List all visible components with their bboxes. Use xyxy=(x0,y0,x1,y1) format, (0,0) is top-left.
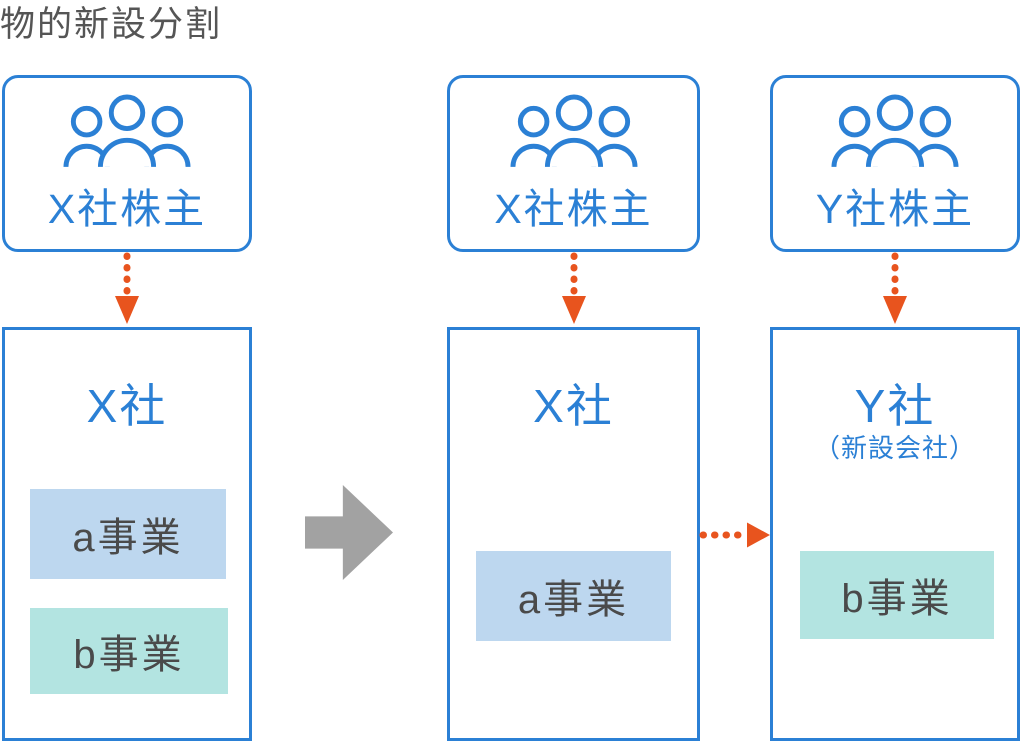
diagram-title: 物的新設分割 xyxy=(0,5,223,44)
dotted-arrow-down-icon xyxy=(115,252,139,324)
dotted-arrow-right-icon xyxy=(699,522,770,548)
people-group-icon xyxy=(831,94,959,167)
company-label: X社 xyxy=(533,380,614,432)
panel-after-x: X社株主 X社 a事業 xyxy=(447,75,700,741)
business-b-label: b事業 xyxy=(841,577,953,621)
company-box-y: Y社 （新設会社） b事業 xyxy=(770,327,1020,741)
business-b-label: b事業 xyxy=(73,633,185,677)
business-b-box: b事業 xyxy=(800,551,994,639)
business-b-box: b事業 xyxy=(30,608,228,694)
shareholder-box-x-before: X社株主 xyxy=(2,75,252,252)
shareholder-box-y: Y社株主 xyxy=(770,75,1020,252)
shareholder-label: X社株主 xyxy=(47,185,207,232)
business-a-label: a事業 xyxy=(72,516,184,560)
people-group-icon xyxy=(509,94,638,167)
shareholder-label: X社株主 xyxy=(494,185,653,232)
company-label: Y社 xyxy=(854,380,936,432)
dotted-arrow-down-icon xyxy=(561,252,586,324)
people-group-icon xyxy=(63,94,191,167)
big-gray-arrow-right-icon xyxy=(305,485,393,580)
dotted-arrow-down-icon xyxy=(883,252,907,324)
company-note: （新設会社） xyxy=(813,433,976,463)
business-a-box: a事業 xyxy=(30,489,226,579)
business-a-label: a事業 xyxy=(517,578,630,622)
shareholder-label: Y社株主 xyxy=(815,185,975,232)
panel-before: X社株主 X社 a事業 b事業 xyxy=(2,75,252,741)
company-box-x-after: X社 a事業 xyxy=(447,327,700,741)
shareholder-box-x-after: X社株主 xyxy=(447,75,700,252)
business-a-box: a事業 xyxy=(476,551,671,641)
panel-after-y: Y社株主 Y社 （新設会社） b事業 xyxy=(770,75,1020,741)
company-box-x-before: X社 a事業 b事業 xyxy=(2,327,252,741)
company-label: X社 xyxy=(86,380,168,432)
